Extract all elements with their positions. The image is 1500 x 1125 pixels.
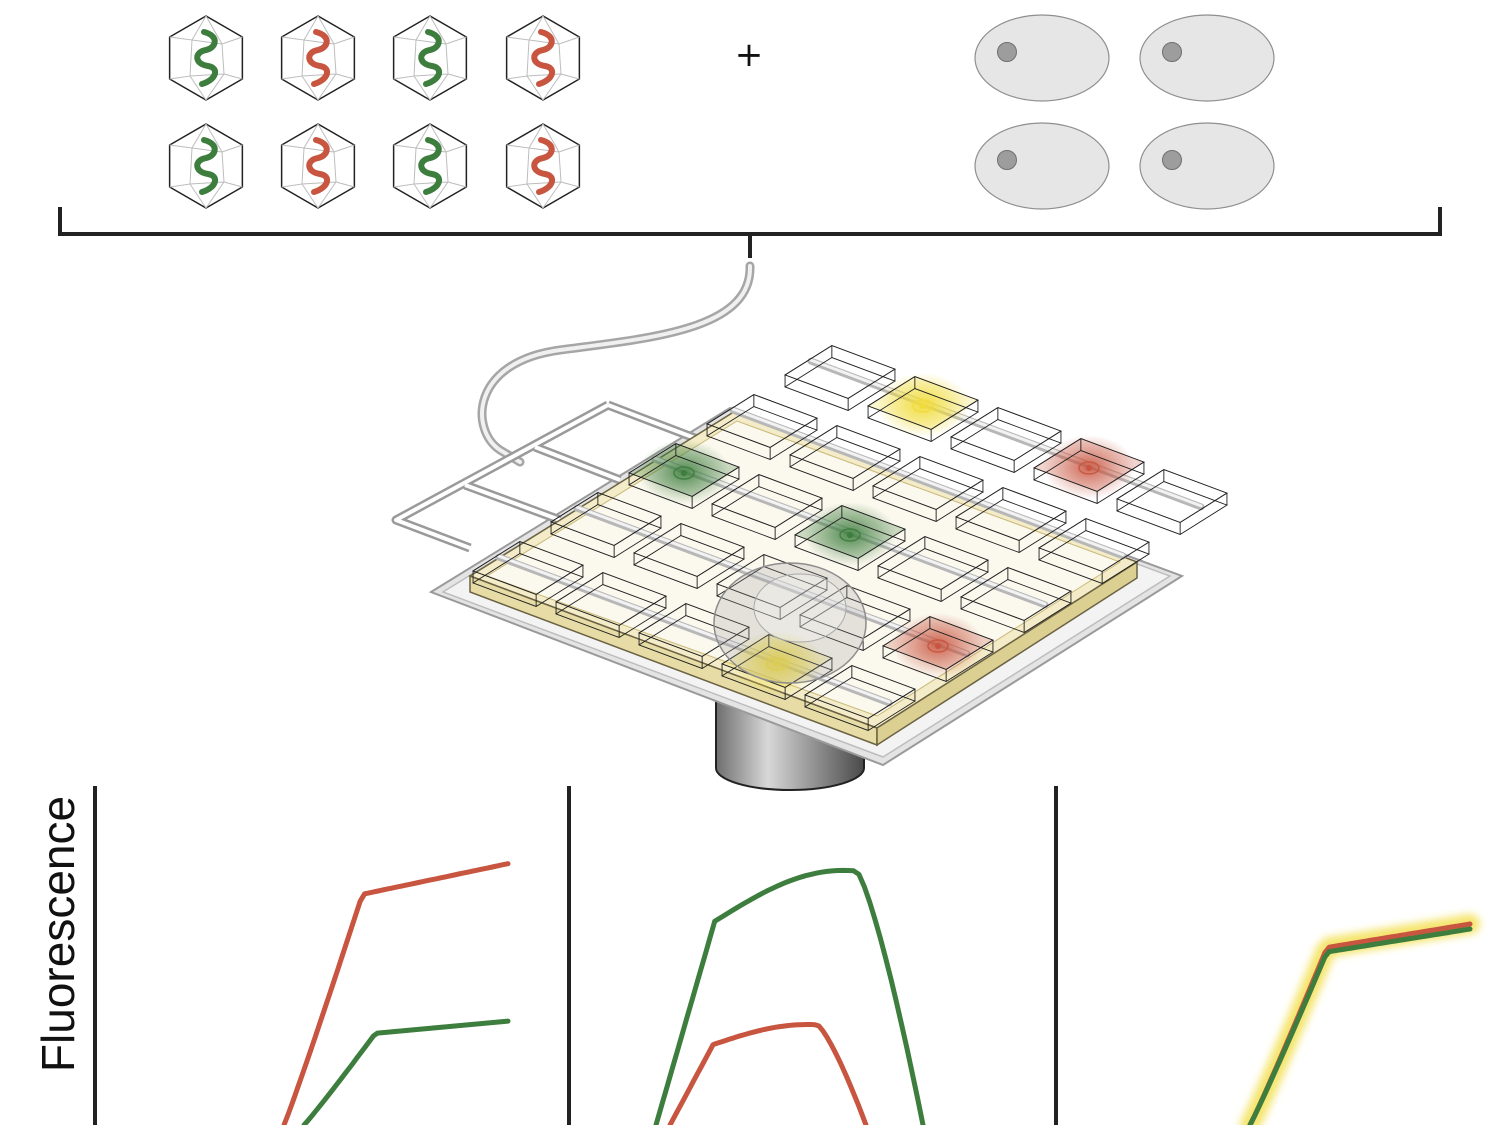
virus-particle-green	[168, 15, 244, 101]
well	[803, 664, 917, 731]
rna-genome-green	[418, 29, 443, 87]
rna-genome-red	[306, 137, 331, 195]
chip-wells	[471, 344, 1229, 731]
well	[871, 455, 985, 522]
rna-genome-red	[306, 29, 331, 87]
plus-sign: +	[734, 35, 764, 75]
virus-particle-red	[280, 15, 356, 101]
combine-bracket	[58, 207, 1442, 258]
well	[632, 522, 746, 589]
curve-panel-3-yellow	[1240, 914, 1480, 1125]
virus-particles	[168, 15, 581, 209]
host-cell	[974, 122, 1110, 210]
virus-particle-green	[392, 123, 468, 209]
well	[715, 553, 829, 620]
well	[959, 566, 1073, 633]
cell-nucleus	[1162, 150, 1182, 170]
fluorescence-curves	[281, 861, 1480, 1125]
well	[705, 393, 819, 460]
cell-nucleus	[997, 150, 1017, 170]
rna-genome-green	[194, 29, 219, 87]
plot-axes	[93, 786, 1058, 1125]
well-green	[793, 502, 907, 571]
well	[471, 540, 585, 607]
virus-particle-red	[505, 123, 581, 209]
well-yellow	[866, 373, 980, 442]
well	[554, 571, 668, 638]
curve-panel-1-red	[281, 861, 511, 1125]
well	[549, 491, 663, 558]
cell-nucleus	[1162, 42, 1182, 62]
virus-particle-red	[505, 15, 581, 101]
curve-panel-1-green	[301, 1018, 511, 1125]
host-cells	[974, 14, 1275, 210]
rna-genome-red	[531, 29, 556, 87]
virus-particle-green	[168, 123, 244, 209]
host-cell	[1139, 122, 1275, 210]
cell-nucleus	[997, 42, 1017, 62]
y-axis-label: Fluorescence	[32, 795, 84, 1073]
well-red	[881, 613, 995, 682]
virus-particle-red	[280, 123, 356, 209]
curve-panel-2-red	[667, 1022, 869, 1125]
rna-genome-green	[418, 137, 443, 195]
well	[1115, 468, 1229, 535]
host-cell	[1139, 14, 1275, 102]
well-green	[627, 440, 741, 509]
rna-genome-green	[194, 137, 219, 195]
well-red	[1032, 435, 1146, 504]
curve-panel-3-red	[1247, 921, 1473, 1125]
objective-lens	[713, 562, 867, 684]
well	[876, 535, 990, 602]
curve-panel-2-green	[653, 867, 926, 1125]
curve-panel-3-green	[1247, 926, 1473, 1125]
host-cell	[974, 14, 1110, 102]
well	[788, 424, 902, 491]
well	[954, 486, 1068, 553]
virus-particle-green	[392, 15, 468, 101]
well	[1037, 517, 1151, 584]
rna-genome-red	[531, 137, 556, 195]
well-yellow	[720, 631, 834, 700]
